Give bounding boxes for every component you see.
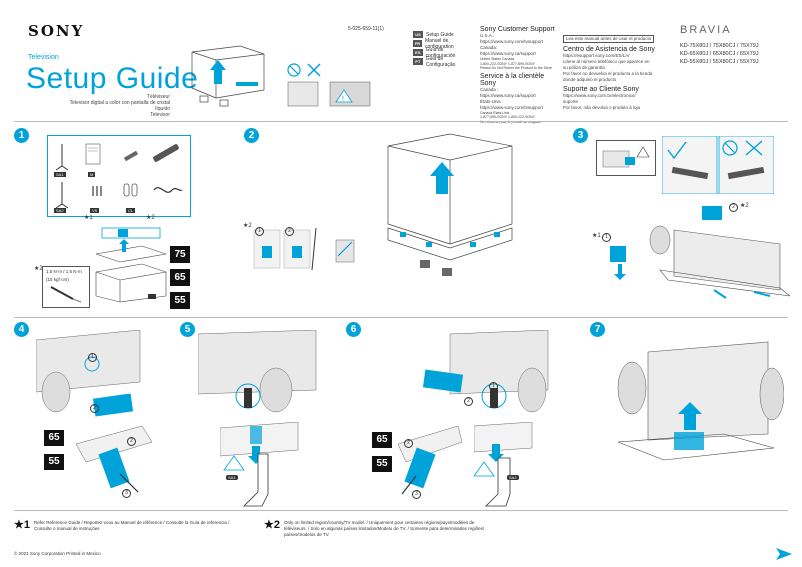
cushion-caution-illustration xyxy=(602,146,650,168)
copyright: © 2021 Sony Corporation Printed in Mexic… xyxy=(14,551,101,556)
note-mark: ★1 xyxy=(592,233,601,239)
part-label: VS xyxy=(90,208,100,213)
step-badge: 1 xyxy=(14,128,29,143)
sub-step-number: 2 xyxy=(404,439,413,448)
product-type: Television xyxy=(28,54,59,61)
note-mark: ★2 xyxy=(146,215,155,221)
sub-step-number: 3 xyxy=(412,490,421,499)
part-label: SA2 xyxy=(54,208,66,213)
sub-step-number: 3 xyxy=(122,489,131,498)
size-badge: 75 xyxy=(170,246,190,263)
stand-up-tv-illustration xyxy=(617,341,784,461)
stand-slot-illustration-b xyxy=(474,422,533,507)
screen-caution-illustration: ! xyxy=(287,81,371,107)
sub-step-number: 2 xyxy=(729,203,738,212)
screwdriver-icon xyxy=(50,286,82,303)
subtitle-block: Téléviseur Televisor digital a color con… xyxy=(60,94,170,118)
part-label: SA2 xyxy=(507,475,519,480)
sub-step-number: 2 xyxy=(285,227,294,236)
stand-leg-caution-illustration xyxy=(223,453,269,507)
sub-step-number: 2 xyxy=(464,397,473,406)
stand-slot-illustration xyxy=(220,422,299,464)
insert-stand-illustration xyxy=(198,330,317,413)
model-line: KD-55X80J / 55X80CJ / 55X79J xyxy=(680,59,759,65)
note-mark: ★2 xyxy=(740,203,749,209)
note-mark: ★2 xyxy=(243,223,252,229)
sub-step-number: 2 xyxy=(90,404,99,413)
part-label: SA1 xyxy=(54,172,66,177)
step-badge: 3 xyxy=(573,128,588,143)
large-box-lift-illustration xyxy=(387,133,513,276)
screw-torque-kgf: (15 kgf·cm) xyxy=(46,277,69,282)
step-badge: 4 xyxy=(14,322,29,337)
svg-text:!: ! xyxy=(342,96,344,103)
part-label: M xyxy=(88,172,96,177)
parts-box: SA1 M SA2 VS CL xyxy=(47,135,191,217)
support-en-title: Sony Customer Support xyxy=(480,26,555,33)
step-badge: 6 xyxy=(346,322,361,337)
model-list: KD-75X80J / 75X80CJ / 75X79J KD-65X80J /… xyxy=(680,42,759,66)
footnote-mark-1: ★1 xyxy=(14,519,30,531)
handling-check-illustration xyxy=(662,136,774,194)
step-badge: 7 xyxy=(590,322,605,337)
size-badge: 65 xyxy=(44,430,64,446)
read-manual-note: Lea este manual antes de usar el product… xyxy=(563,35,655,43)
page-title: Setup Guide xyxy=(26,62,199,95)
part-label: CL xyxy=(126,208,136,213)
model-line: KD-65X80J / 65X80CJ / 65X79J xyxy=(680,51,759,57)
recycle-arrow-icon xyxy=(776,548,792,560)
size-badge: 55 xyxy=(44,454,64,470)
row-divider xyxy=(14,317,788,318)
support-fr-title: Service à la clientèle Sony xyxy=(480,72,545,87)
subtitle-pt: Televisor xyxy=(150,112,170,118)
sony-logo: SONY xyxy=(28,22,85,40)
footnote-2: Only on limited region/country/TV model.… xyxy=(284,520,485,537)
parts-illustration xyxy=(55,143,183,209)
sub-step-number: 1 xyxy=(489,382,498,391)
size-badge: 65 xyxy=(372,432,392,448)
screw-spec-box: 1.5 N·m / 1.5 N·m (15 kgf·cm) xyxy=(42,266,90,308)
box-lift-illustration xyxy=(191,45,265,107)
bravia-logo: BRAVIA xyxy=(680,24,732,36)
remove-cushion-box xyxy=(596,140,656,176)
part-label: SA1 xyxy=(226,475,238,480)
note-mark: ★1 xyxy=(84,215,93,221)
header-divider xyxy=(14,121,788,122)
support-pt-title: Suporte ao Cliente Sony xyxy=(563,86,639,93)
support-es-pt: Lea este manual antes de usar el product… xyxy=(563,27,659,111)
size-badge: 55 xyxy=(372,456,392,472)
footer-divider xyxy=(14,510,788,511)
no-lay-flat-warning-icon xyxy=(287,63,321,77)
subtitle-es: Televisor digital a color con pantalla d… xyxy=(69,100,170,112)
subtitle-fr: Téléviseur xyxy=(146,94,170,100)
footnote-mark-2: ★2 xyxy=(264,519,280,531)
tab-release-illustration xyxy=(253,227,355,271)
box-unpack-illustration xyxy=(95,227,167,303)
step-badge: 5 xyxy=(180,322,195,337)
attach-stand-illustration xyxy=(36,330,141,417)
model-line: KD-75X80J / 75X80CJ / 75X79J xyxy=(680,43,759,49)
size-badge: 65 xyxy=(170,269,190,286)
note-mark: ★2 xyxy=(34,266,43,272)
sub-step-number: 1 xyxy=(255,227,264,236)
sub-step-number: 2 xyxy=(127,437,136,446)
sub-step-number: 1 xyxy=(602,233,611,242)
sub-step-number: 1 xyxy=(88,353,97,362)
document-number: 5-025-659-11(1) xyxy=(348,26,384,32)
support-en-fr: Sony Customer Support U.S.A.: https://ww… xyxy=(480,26,560,124)
remove-tv-from-box-illustration xyxy=(610,206,790,299)
stand-screw-illustration-b xyxy=(397,425,463,495)
attach-second-stand-illustration xyxy=(422,330,549,413)
stand-screw-illustration xyxy=(75,425,153,493)
step-badge: 2 xyxy=(244,128,259,143)
support-es-title: Centro de Asistencia de Sony xyxy=(563,46,655,53)
screw-torque: 1.5 N·m / 1.5 N·m xyxy=(46,269,82,274)
footnote-1: Refer Reference Guide / Reportez-vous au… xyxy=(34,520,230,531)
size-badge: 55 xyxy=(170,292,190,309)
